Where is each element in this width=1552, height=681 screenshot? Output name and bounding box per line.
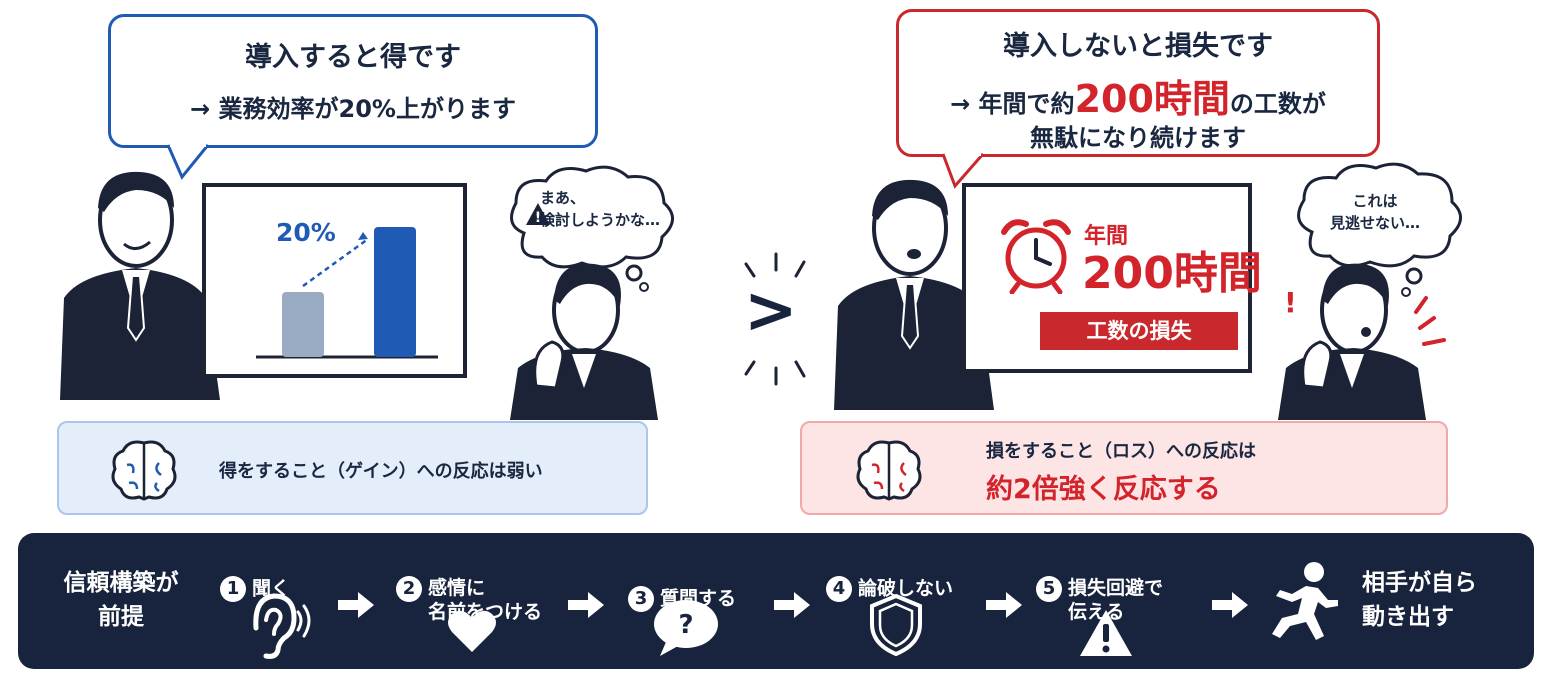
- right-thought-text: これは 見逃せない…: [1329, 192, 1420, 232]
- loss-bubble-highlight: 200時間: [1074, 77, 1230, 121]
- chart-growth-arrow: [302, 237, 369, 288]
- svg-text:!: !: [1284, 286, 1297, 319]
- result-label: 相手が自ら 動き出す: [1362, 570, 1477, 630]
- gain-bar-chart: [256, 227, 438, 359]
- gain-chart-screen: [202, 183, 467, 378]
- loss-bubble-title: 導入しないと損失です: [1003, 31, 1273, 62]
- step-4-label: 4 論破しない: [826, 552, 953, 602]
- step-1-label: 1 聞く: [220, 552, 290, 602]
- listener-right-figure: [1278, 263, 1426, 420]
- gain-chart-label: 20%: [276, 218, 336, 247]
- brain-alert-icon: [856, 440, 922, 501]
- alarm-clock-icon: [1001, 219, 1071, 294]
- heart-icon: [448, 610, 496, 652]
- loss-reaction-emphasis: 約2倍強く反応する: [986, 474, 1221, 505]
- step-4-text: 論破しない: [858, 577, 954, 600]
- gain-speech-bubble: 導入すると得です → 業務効率が20%上がります: [108, 14, 598, 148]
- gain-bubble-title: 導入すると得です: [245, 42, 461, 73]
- loss-reaction-panel: 損をすること（ロス）への反応は 約2倍強く反応する: [800, 421, 1448, 515]
- loss-bubble-line3: 無駄になり続けます: [1030, 124, 1246, 152]
- svg-text:!: !: [535, 210, 541, 226]
- chart-bar-1: [282, 292, 324, 357]
- loss-reaction-text: 損をすること（ロス）への反応は: [986, 441, 1256, 462]
- presenter-left-figure: [60, 171, 254, 400]
- loss-bubble-post: の工数が: [1229, 90, 1326, 118]
- surprise-marks: !: [1284, 286, 1446, 346]
- flow-arrow-5: [1212, 592, 1248, 618]
- step-2-number: 2: [396, 576, 422, 602]
- step-5-text: 損失回避で 伝える: [1068, 577, 1164, 623]
- flow-arrow-3: [774, 592, 810, 618]
- step-4-number: 4: [826, 576, 852, 602]
- left-thought-cloud: !: [510, 165, 674, 292]
- flow-arrow-4: [986, 592, 1022, 618]
- step-3-number: 3: [628, 586, 654, 612]
- warning-icon: [526, 203, 550, 225]
- flow-arrow-2: [568, 592, 604, 618]
- gain-reaction-text: 得をすること（ゲイン）への反応は弱い: [219, 461, 543, 482]
- left-thought-text: まあ、 検討しようかな…: [540, 189, 661, 229]
- loss-screen-year: 年間: [1084, 224, 1129, 249]
- emphasis-burst-lines: [744, 252, 806, 386]
- step-5-number: 5: [1036, 576, 1062, 602]
- premise-label: 信頼構築が 前提: [63, 570, 179, 630]
- listener-left-figure: [510, 263, 658, 420]
- loss-bubble-tail: [941, 152, 985, 189]
- gain-bubble-subtitle: → 業務効率が20%上がります: [190, 95, 516, 123]
- comparison-symbol: >: [744, 274, 798, 348]
- gain-reaction-panel: 得をすること（ゲイン）への反応は弱い: [57, 421, 648, 515]
- warning-triangle-icon: [1080, 610, 1132, 656]
- ear-icon: [253, 593, 311, 659]
- loss-bubble-line2: → 年間で約200時間の工数が: [899, 68, 1377, 123]
- chart-bar-2: [374, 227, 416, 357]
- brain-icon: [111, 440, 177, 501]
- loss-screen-badge: 工数の損失: [1040, 312, 1238, 350]
- gain-bubble-tail: [166, 143, 210, 180]
- question-bubble-icon: ?: [654, 600, 718, 656]
- loss-screen-hours: 200時間: [1082, 248, 1262, 299]
- loss-bubble-pre: → 年間で約: [950, 90, 1075, 118]
- running-person-icon: [1272, 562, 1338, 640]
- loss-speech-bubble: 導入しないと損失です → 年間で約200時間の工数が 無駄になり続けます: [896, 9, 1380, 157]
- svg-text:?: ?: [678, 610, 693, 640]
- chart-arrow-head: [358, 232, 368, 240]
- flow-arrow-1: [338, 592, 374, 618]
- shield-icon: [870, 593, 922, 656]
- step-1-text: 聞く: [252, 577, 291, 600]
- step-1-number: 1: [220, 576, 246, 602]
